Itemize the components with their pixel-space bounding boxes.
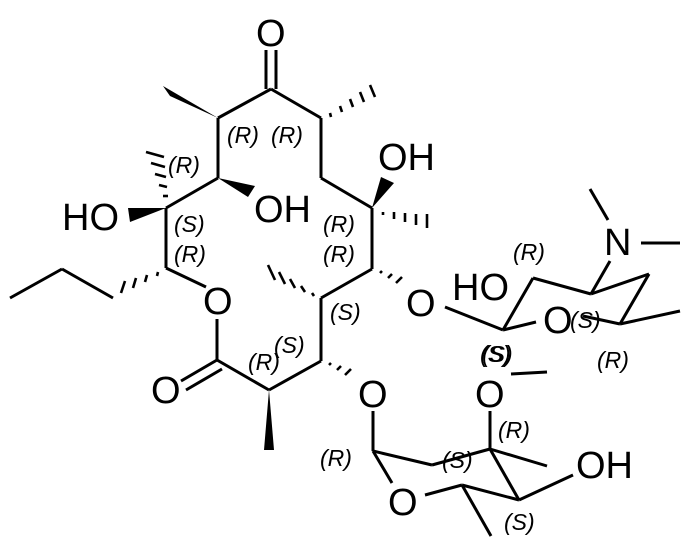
cladinose-ring-oxygen-label: O (388, 482, 418, 524)
stereo-wedges (128, 86, 394, 450)
hydroxyl-left-label: HO (62, 197, 119, 239)
stereo-label: (S) (570, 307, 601, 333)
desosamine-hydroxyl-label: HO (452, 267, 509, 309)
stereo-label: (S) (480, 341, 511, 367)
stereo-label: (S) (174, 211, 205, 237)
atom-labels: O OH HO OH O O O O HO O N O O OH (62, 13, 633, 524)
stereo-label: (R) (227, 122, 259, 148)
desosamine-ring-oxygen-label: O (543, 300, 573, 342)
stereo-label: (S) (330, 299, 361, 325)
stereo-label: (R) (320, 445, 352, 471)
stereo-hashes (119, 84, 429, 376)
stereo-label: (S) (504, 509, 535, 535)
stereo-label: (S) (274, 332, 305, 358)
ketone-oxygen-label: O (256, 13, 286, 55)
stereo-descriptors: (R) (R) (R) (S) (R) (R) (R) (S) (S) (R) … (168, 122, 629, 535)
hydroxyl-top-label: OH (378, 137, 435, 179)
glycosidic-oxygen-2-label: O (358, 374, 388, 416)
methoxy-oxygen-label: O (475, 374, 505, 416)
stereo-label: (R) (248, 349, 280, 375)
stereo-label: (R) (323, 211, 355, 237)
stereo-label: (R) (168, 152, 200, 178)
stereo-label: (R) (498, 417, 530, 443)
carbonyl-oxygen-label: O (151, 370, 181, 412)
stereo-label: (R) (323, 241, 355, 267)
hydroxyl-mid-label: OH (254, 189, 311, 231)
lactone-oxygen-label: O (203, 281, 233, 323)
stereo-label: (R) (271, 122, 303, 148)
glycosidic-oxygen-1-label: O (406, 283, 436, 325)
stereo-label: (S) (482, 341, 513, 367)
macrolide-ring-bonds (9, 50, 374, 392)
dimethylamino-nitrogen-label: N (604, 222, 631, 264)
desosamine-bonds (444, 188, 681, 332)
stereo-label: (S) (442, 447, 473, 473)
cladinose-hydroxyl-label: OH (576, 445, 633, 487)
stereo-label: (R) (513, 239, 545, 265)
stereo-label: (R) (174, 241, 206, 267)
stereo-label: (R) (597, 347, 629, 373)
cladinose-bonds (371, 370, 574, 537)
